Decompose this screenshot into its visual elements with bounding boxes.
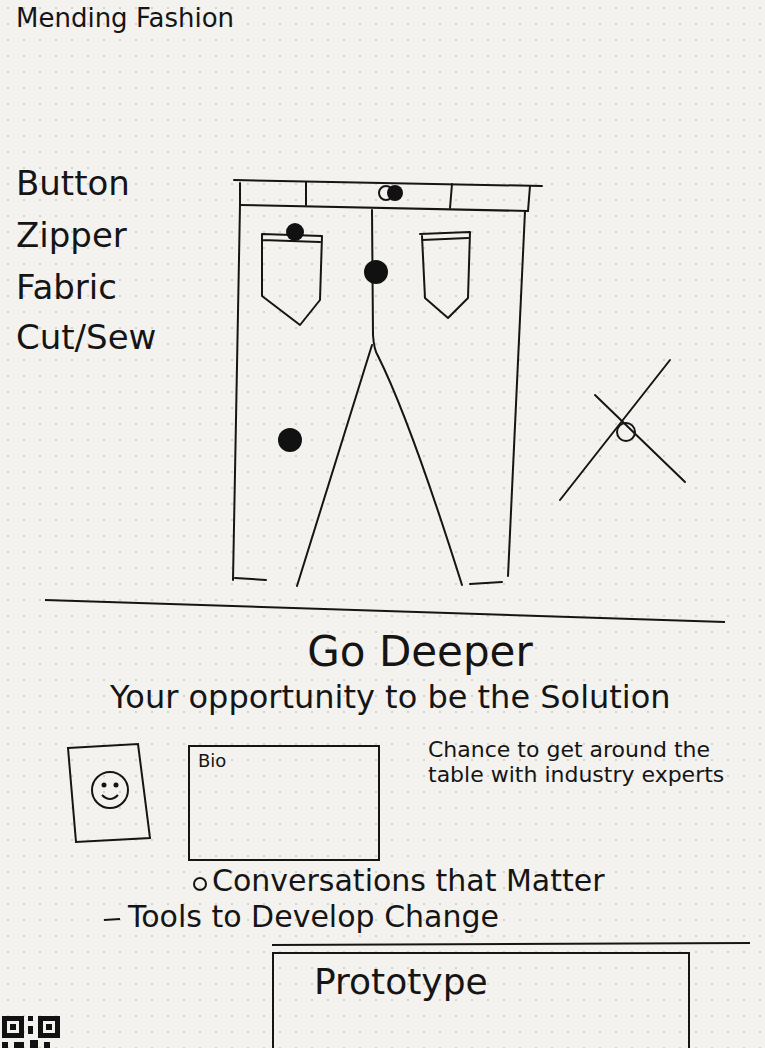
section-heading: Go Deeper [230,628,610,675]
divider-line [45,600,725,622]
prototype-box: Prototype [272,952,690,1048]
box-label: Bio [198,751,370,771]
bio-box: Bio [188,745,380,861]
note-text: Chance to get around the table with indu… [428,738,748,787]
bullet-item: Tools to Develop Change [128,900,728,934]
topic-word: Cut/Sew [16,318,216,356]
box-label: Prototype [314,962,648,1002]
bullet-dash [104,919,120,920]
topic-word: Fabric [16,268,216,306]
bullet-circle [194,878,206,890]
section-subheading: Your opportunity to be the Solution [110,680,760,716]
smiley-photo-box [68,744,150,842]
topic-word: Button [16,164,216,202]
topic-word: Zipper [16,216,216,254]
button-dots [278,185,403,452]
pants-drawing [233,180,685,586]
bullet-item: Conversations that Matter [212,864,752,898]
qr-code [2,1016,60,1048]
page-title: Mending Fashion [16,4,234,33]
underline [272,943,750,945]
